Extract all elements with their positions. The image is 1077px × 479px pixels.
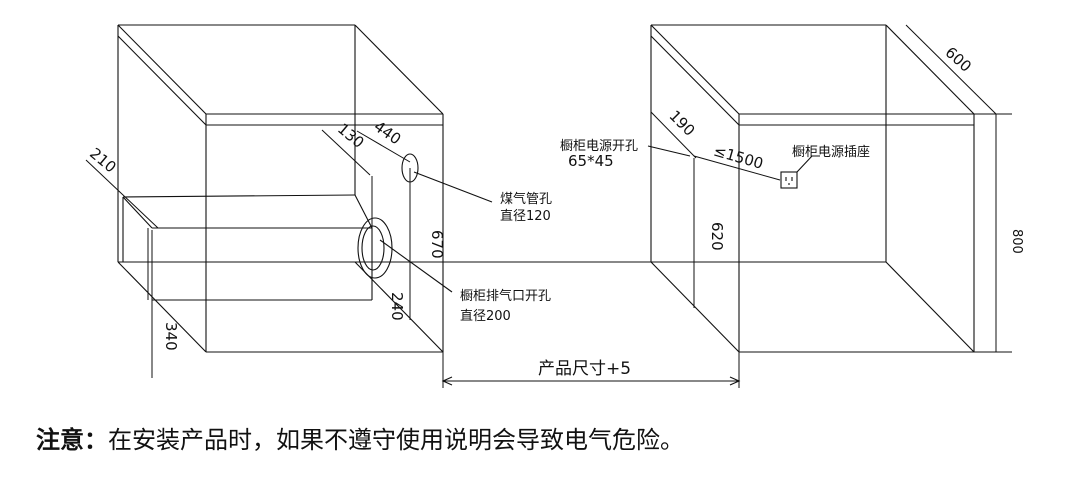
left-cabinet-top-left-diagonal <box>117 24 207 115</box>
socket-leader <box>796 155 820 173</box>
left-cabinet-top-left-diagonal-inner <box>117 35 207 126</box>
exhaust-label-line2: 直径200 <box>460 309 511 324</box>
dim-190-label: 190 <box>666 107 699 140</box>
dim-210-line <box>85 159 159 229</box>
dim-190-line <box>650 111 697 159</box>
inner-shelf-diagonal <box>122 196 153 229</box>
power-hole-leader <box>647 145 691 157</box>
right-cabinet-top-left-diagonal <box>650 24 740 115</box>
dim-440-line <box>356 130 411 163</box>
power-hole-label-line1: 橱柜电源开孔 <box>560 139 638 154</box>
right-cabinet-top-right-diagonal <box>885 24 975 115</box>
exhaust-hole-leader <box>379 239 453 293</box>
product-size-arrow-left <box>441 376 453 386</box>
dim-620-label: 620 <box>708 222 726 251</box>
installation-diagram: 440 130 210 340 240 670 煤气管孔 直径120 橱柜排气口… <box>85 24 1024 388</box>
gas-hole-label-line2: 直径120 <box>500 209 551 224</box>
dim-210-label: 210 <box>86 144 120 176</box>
exhaust-hole-ellipse <box>357 217 393 279</box>
inner-shelf-top <box>122 194 356 198</box>
left-cabinet-floor-left-diagonal <box>117 261 207 353</box>
right-cabinet-floor-right-diagonal <box>885 261 975 353</box>
right-cabinet-floor-left-diagonal <box>650 261 740 353</box>
safety-notice: 注意：在安装产品时，如果不遵守使用说明会导致电气危险。 <box>36 420 684 455</box>
dim-340-label: 340 <box>162 322 180 351</box>
dim-600-label: 600 <box>942 43 975 76</box>
inner-shelf-right-diagonal <box>354 194 373 229</box>
power-socket-icon <box>780 171 798 189</box>
left-cabinet-top-right-diagonal <box>354 24 444 115</box>
dim-1500-line <box>693 155 781 181</box>
dim-440-label: 440 <box>371 117 405 148</box>
right-cabinet: 600 800 190 ≤1500 620 橱柜电源开孔 65*45 橱柜电源插… <box>560 24 1024 353</box>
dim-240-label: 240 <box>388 292 406 321</box>
socket-label: 橱柜电源插座 <box>792 145 870 160</box>
product-size-label: 产品尺寸+5 <box>538 359 631 379</box>
notice-prefix: 注意： <box>36 426 108 454</box>
dim-670-label: 670 <box>428 230 446 259</box>
product-size-arrow-right <box>729 376 741 386</box>
right-cabinet-top-left-diagonal-inner <box>650 35 740 126</box>
dim-600-line <box>905 24 997 115</box>
exhaust-hole-inner <box>361 225 385 271</box>
product-size-dimension: 产品尺寸+5 <box>441 352 741 388</box>
notice-text: 在安装产品时，如果不遵守使用说明会导致电气危险。 <box>108 426 684 454</box>
gas-hole-leader <box>413 171 493 203</box>
left-cabinet: 440 130 210 340 240 670 煤气管孔 直径120 橱柜排气口… <box>85 24 651 378</box>
gas-hole-label-line1: 煤气管孔 <box>500 191 552 207</box>
dim-130-line <box>321 129 371 176</box>
power-hole-label-line2: 65*45 <box>568 152 614 170</box>
dim-800-label: 800 <box>1009 229 1024 254</box>
exhaust-label-line1: 橱柜排气口开孔 <box>460 288 551 304</box>
